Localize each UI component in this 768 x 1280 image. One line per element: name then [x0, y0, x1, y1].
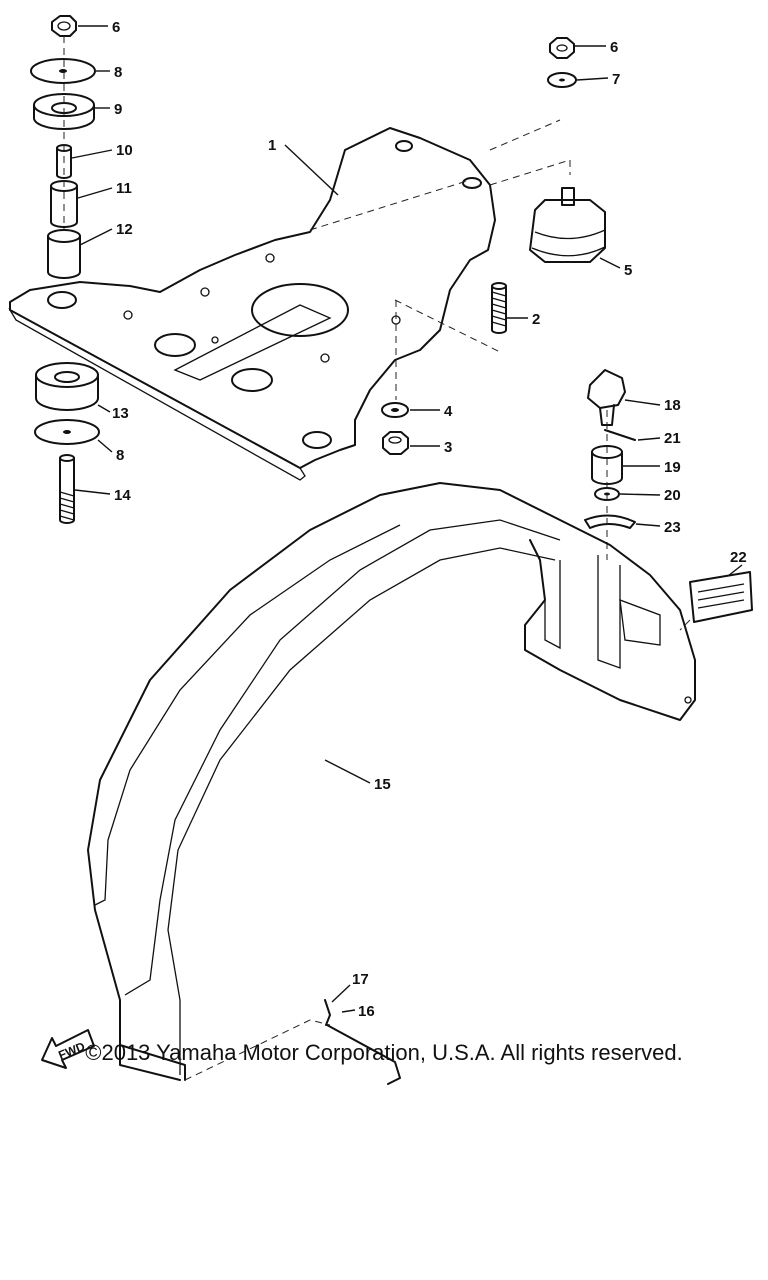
callout-17: 17 [352, 971, 369, 988]
engine-mount-part-5 [529, 187, 606, 263]
rod-part-16 [326, 1024, 401, 1085]
callout-4: 4 [444, 403, 453, 420]
washer-part-8-bottom [34, 419, 100, 445]
callout-11: 11 [116, 180, 132, 197]
assembly-line-top [309, 179, 471, 231]
callout-5: 5 [624, 262, 632, 279]
stud-part-2 [491, 282, 507, 334]
cushion-part-9 [33, 93, 95, 130]
callout-6-left: 6 [112, 19, 120, 36]
assembly-line-nut-7 [489, 119, 561, 151]
callout-10: 10 [116, 142, 133, 159]
callout-9: 9 [114, 101, 122, 118]
callout-21: 21 [664, 430, 681, 447]
assembly-line-mount-2 [489, 159, 571, 186]
fender-part-15 [87, 482, 696, 1081]
assembly-line-stud [394, 299, 501, 353]
callout-14: 14 [114, 487, 131, 504]
callout-18: 18 [664, 397, 681, 414]
callout-labels: 6 8 9 10 11 12 1 6 7 5 2 4 3 13 8 14 18 … [112, 19, 747, 1020]
washer-part-4 [381, 402, 409, 418]
callout-8-top: 8 [114, 64, 122, 81]
washer-part-7 [547, 72, 577, 88]
copyright-notice: ©2013 Yamaha Motor Corporation, U.S.A. A… [85, 1040, 683, 1065]
callout-22: 22 [730, 549, 747, 566]
sleeve-part-12 [47, 229, 81, 279]
assembly-line-label [679, 619, 691, 631]
pin-part-21 [604, 429, 636, 441]
callout-23: 23 [664, 519, 681, 536]
callout-3: 3 [444, 439, 452, 456]
nut-part-3 [382, 431, 409, 455]
callout-2: 2 [532, 311, 540, 328]
callout-13: 13 [112, 405, 129, 422]
label-plate-part-22 [689, 571, 753, 623]
callout-12: 12 [116, 221, 133, 238]
callout-8-bottom: 8 [116, 447, 124, 464]
callout-1: 1 [268, 137, 276, 154]
nut-part-6-right [549, 37, 575, 59]
clip-part-17 [324, 999, 331, 1026]
nut-part-6-left [51, 15, 77, 37]
callout-15: 15 [374, 776, 391, 793]
callout-19: 19 [664, 459, 681, 476]
callout-16: 16 [358, 1003, 375, 1020]
callout-6-right: 6 [610, 39, 618, 56]
assembly-line-rod [184, 1019, 331, 1081]
clip-part-23 [584, 514, 636, 529]
washer-part-8-top [30, 58, 96, 84]
bracket-part-1 [8, 127, 496, 481]
callout-7: 7 [612, 71, 620, 88]
callout-20: 20 [664, 487, 681, 504]
leader-lines [71, 25, 743, 1013]
stud-part-14 [59, 454, 75, 524]
parts-diagram: FWD 6 8 9 10 11 12 1 6 [8, 15, 753, 1085]
cushion-part-13 [35, 362, 99, 411]
